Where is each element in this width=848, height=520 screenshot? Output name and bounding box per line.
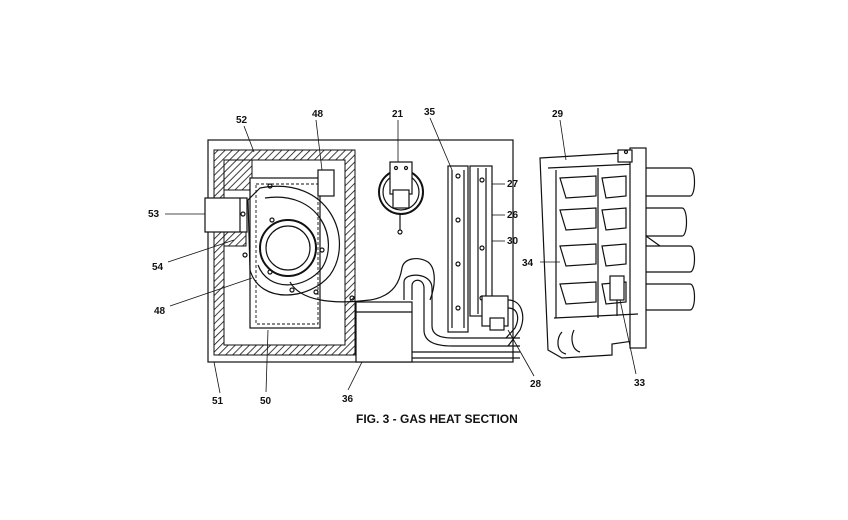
callout-52: 52 bbox=[236, 115, 248, 126]
figure-caption: FIG. 3 - GAS HEAT SECTION bbox=[356, 412, 518, 426]
callout-54: 54 bbox=[152, 262, 164, 273]
callout-28: 28 bbox=[530, 379, 542, 390]
callout-36: 36 bbox=[342, 394, 354, 405]
heat-exchanger bbox=[539, 147, 647, 359]
callout-53: 53 bbox=[148, 209, 160, 220]
callout-34: 34 bbox=[522, 258, 534, 269]
callout-30: 30 bbox=[507, 236, 519, 247]
callout-26: 26 bbox=[507, 210, 519, 221]
callout-33: 33 bbox=[634, 378, 646, 389]
pressure-switch bbox=[378, 161, 424, 235]
blower-housing bbox=[242, 177, 355, 329]
callout-27: 27 bbox=[507, 179, 519, 190]
callout-48-top: 48 bbox=[312, 109, 324, 120]
callout-51: 51 bbox=[212, 396, 224, 407]
pressure-tube bbox=[289, 258, 435, 303]
manifold-rail bbox=[447, 165, 469, 333]
control-box bbox=[355, 301, 413, 363]
callout-50: 50 bbox=[260, 396, 272, 407]
callout-35: 35 bbox=[424, 107, 436, 118]
gas-tubing bbox=[403, 274, 520, 359]
leader-lines bbox=[165, 117, 637, 394]
flue-pipes bbox=[645, 167, 696, 311]
slide-bracket bbox=[204, 197, 248, 233]
gas-valve bbox=[481, 295, 524, 347]
burner-box bbox=[469, 165, 493, 317]
callout-21: 21 bbox=[392, 109, 404, 120]
callout-29: 29 bbox=[552, 109, 564, 120]
callout-48-left: 48 bbox=[154, 306, 166, 317]
flue-collar bbox=[317, 169, 335, 197]
